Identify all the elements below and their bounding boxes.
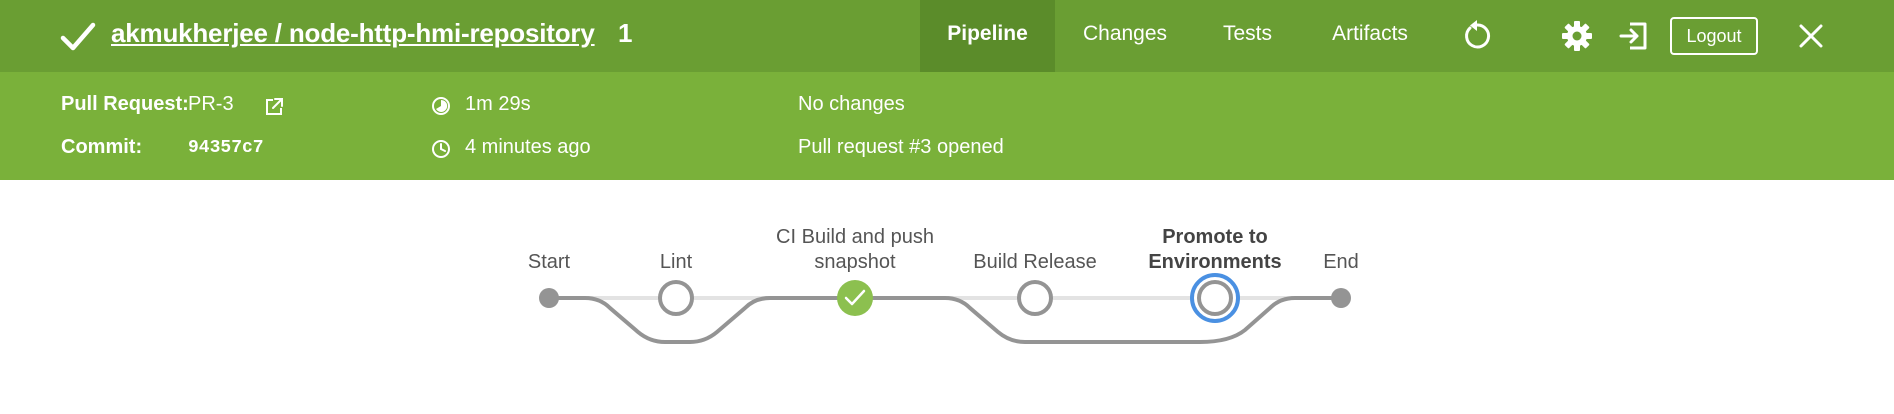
commit-label: Commit: bbox=[61, 136, 143, 158]
pipeline-graph: Start Lint CI Build and push snapshot Bu… bbox=[0, 180, 1894, 414]
run-number: 1 bbox=[618, 18, 633, 48]
success-check-icon bbox=[844, 289, 866, 306]
pull-request-value: PR-3 bbox=[188, 93, 234, 115]
stage-label-ci-build-line2: snapshot bbox=[814, 251, 896, 273]
clock-icon bbox=[432, 140, 450, 158]
promote-node[interactable] bbox=[1197, 280, 1233, 316]
replay-icon[interactable] bbox=[1462, 20, 1492, 52]
pipeline-connectors bbox=[539, 273, 1351, 344]
tab-artifacts[interactable]: Artifacts bbox=[1332, 22, 1408, 45]
tab-tests[interactable]: Tests bbox=[1222, 22, 1272, 45]
gear-icon[interactable] bbox=[1561, 20, 1593, 52]
stage-label-promote-line1: Promote to bbox=[1162, 226, 1268, 248]
cause-value: Pull request #3 opened bbox=[798, 136, 1004, 158]
tab-pipeline[interactable]: Pipeline bbox=[920, 0, 1055, 72]
release-bypass-path bbox=[855, 296, 1341, 344]
duration-value: 1m 29s bbox=[465, 93, 531, 115]
time-ago-value: 4 minutes ago bbox=[465, 136, 591, 158]
lint-node[interactable] bbox=[658, 280, 694, 316]
logout-button[interactable]: Logout bbox=[1670, 17, 1758, 55]
stage-label-build-release[interactable]: Build Release bbox=[973, 251, 1097, 273]
stage-label-lint[interactable]: Lint bbox=[659, 251, 693, 273]
repo-title-link[interactable]: akmukherjee / node-http-hmi-repository bbox=[111, 18, 595, 48]
check-icon bbox=[60, 22, 96, 51]
build-release-node[interactable] bbox=[1017, 280, 1053, 316]
stage-label-promote-line2: Environments bbox=[1148, 251, 1282, 273]
top-bar: akmukherjee / node-http-hmi-repository 1… bbox=[0, 0, 1894, 72]
commit-value: 94357c7 bbox=[188, 138, 264, 158]
lint-bypass-path bbox=[549, 296, 855, 344]
tab-changes[interactable]: Changes bbox=[1082, 22, 1168, 45]
stage-label-promote[interactable]: Promote to Environments bbox=[1148, 225, 1281, 275]
stage-label-start: Start bbox=[527, 251, 571, 273]
end-node bbox=[1331, 288, 1351, 308]
stage-label-ci-build[interactable]: CI Build and push snapshot bbox=[776, 225, 934, 275]
duration-icon bbox=[432, 97, 450, 115]
run-summary-bar: Pull Request: PR-3 Commit: 94357c7 1m 29… bbox=[0, 72, 1894, 180]
stage-label-end: End bbox=[1323, 251, 1359, 273]
pull-request-label: Pull Request: bbox=[61, 93, 189, 115]
start-node bbox=[539, 288, 559, 308]
external-link-icon[interactable] bbox=[265, 97, 284, 116]
close-icon[interactable] bbox=[1799, 24, 1823, 48]
exit-icon[interactable] bbox=[1618, 20, 1650, 52]
stage-label-ci-build-line1: CI Build and push bbox=[776, 226, 934, 248]
changes-value: No changes bbox=[798, 93, 905, 115]
ci-build-node[interactable] bbox=[837, 280, 873, 316]
